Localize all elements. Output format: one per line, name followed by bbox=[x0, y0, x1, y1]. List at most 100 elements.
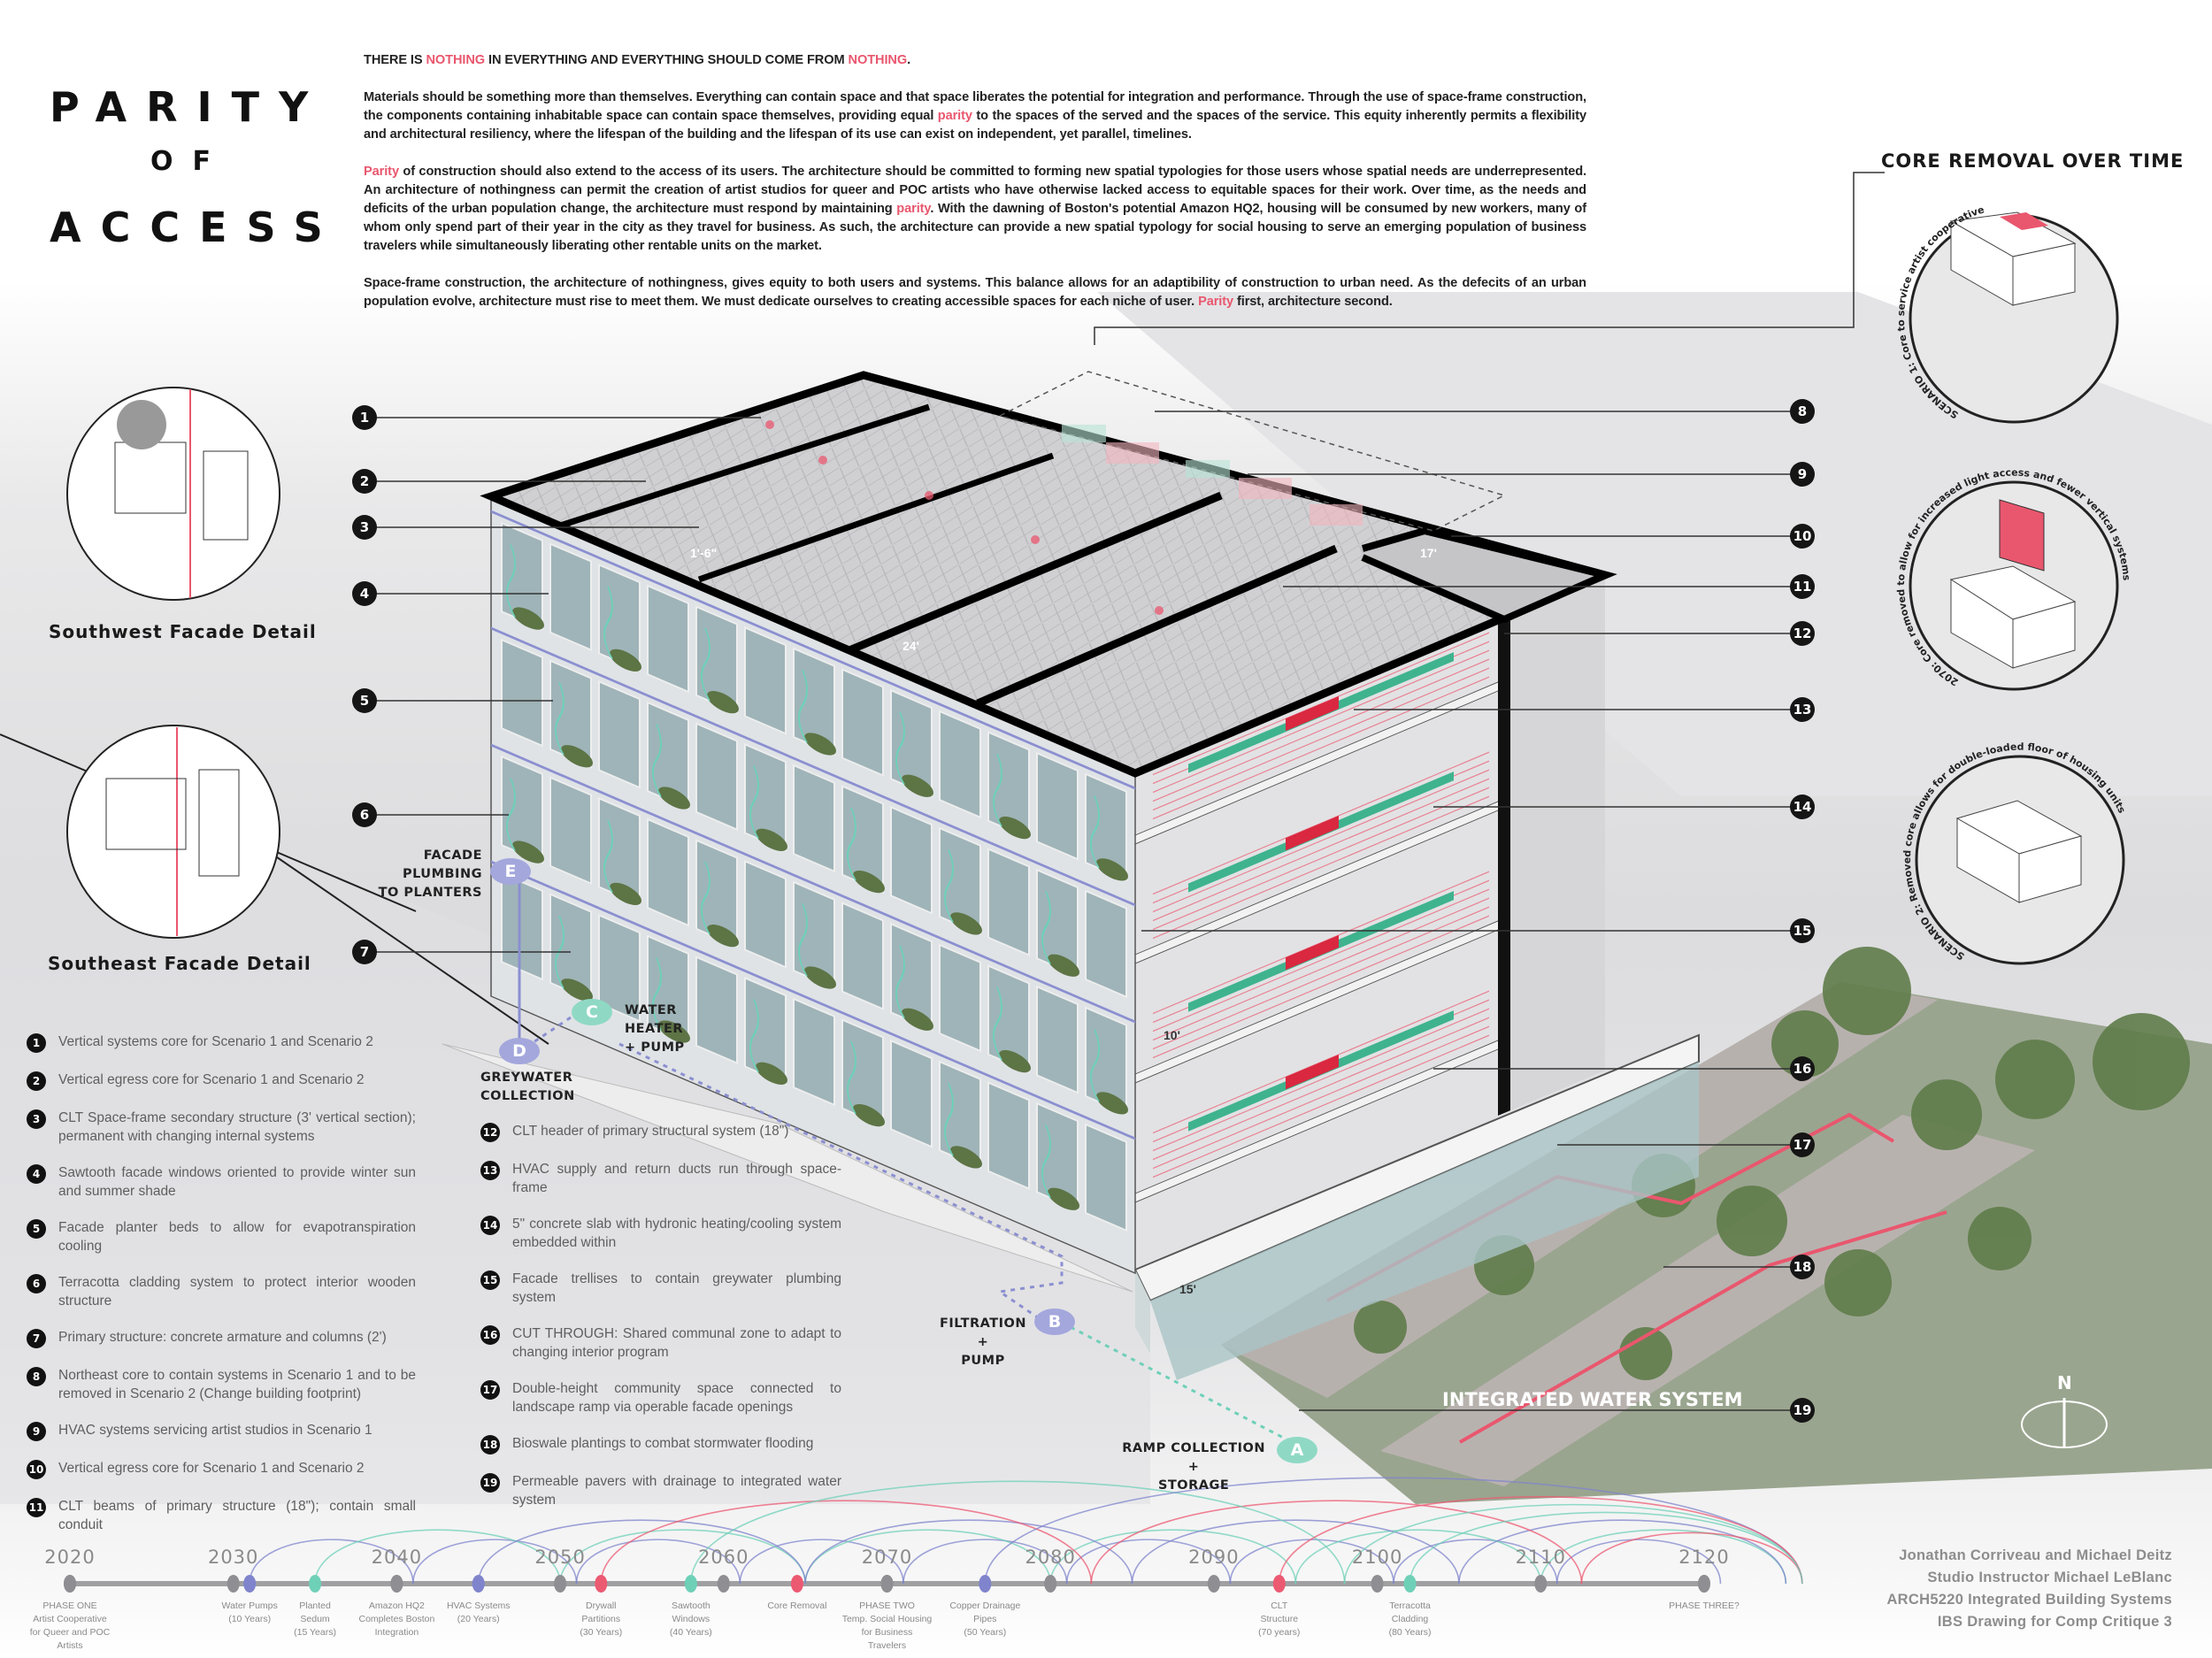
highlight-word: parity bbox=[896, 202, 931, 216]
highlight-word: NOTHING bbox=[848, 53, 908, 67]
dimension-label: 15' bbox=[1179, 1282, 1196, 1296]
legend-number: 4 bbox=[27, 1164, 46, 1184]
callout-marker: 16 bbox=[1790, 1056, 1815, 1081]
callout-marker: 11 bbox=[1790, 574, 1815, 599]
callout-marker: 12 bbox=[1790, 621, 1815, 646]
legend-text: Permeable pavers with drainage to integr… bbox=[512, 1474, 841, 1508]
water-node-b: B bbox=[1034, 1309, 1075, 1335]
west-facade bbox=[490, 495, 1136, 1275]
timeline-year-label: 2040 bbox=[371, 1547, 423, 1568]
intro-paragraph-2: Parity of construction should also exten… bbox=[364, 163, 1586, 256]
legend-text: Northeast core to contain systems in Sce… bbox=[58, 1368, 416, 1401]
callout-marker: 9 bbox=[1790, 462, 1815, 487]
legend-number: 6 bbox=[27, 1274, 46, 1293]
north-arrow-icon: N bbox=[2021, 1372, 2108, 1448]
timeline-event-dot bbox=[979, 1575, 992, 1593]
legend-column: 1 Vertical systems core for Scenario 1 an… bbox=[27, 1032, 416, 1534]
legend-text: Terracotta cladding system to protect in… bbox=[58, 1275, 416, 1309]
legend-number: 10 bbox=[27, 1460, 46, 1479]
lifespan-arc bbox=[1294, 1529, 1542, 1585]
legend-number: 12 bbox=[480, 1123, 500, 1142]
callout-marker: 1 bbox=[352, 405, 377, 430]
lifespan-arc bbox=[739, 1539, 904, 1585]
southeast-facade-detail-drawing bbox=[66, 725, 280, 939]
lifespan-arc bbox=[575, 1539, 741, 1585]
lifespan-arc bbox=[1090, 1500, 1583, 1585]
legend-number: 3 bbox=[27, 1109, 46, 1129]
timeline-year-label: 2080 bbox=[1025, 1547, 1076, 1568]
lifespan-arc bbox=[1458, 1519, 1787, 1585]
lifespan-arc bbox=[600, 1500, 1093, 1585]
dimension-label: 17' bbox=[1420, 546, 1437, 560]
intro-text-segment: . With the dawning of Boston's potential… bbox=[364, 202, 1586, 253]
timeline-event-dot bbox=[1698, 1575, 1710, 1593]
water-node-label: RAMP COLLECTION + STORAGE bbox=[1122, 1441, 1265, 1493]
timeline-year-label: 2030 bbox=[207, 1547, 259, 1568]
callout-marker: 10 bbox=[1790, 524, 1815, 549]
timeline-event-label: PHASE TWO Temp. Social Housing for Busin… bbox=[841, 1600, 933, 1651]
timeline-year-label: 2070 bbox=[861, 1547, 913, 1568]
legend-number: 1 bbox=[27, 1033, 46, 1053]
timeline-year-dot bbox=[1044, 1575, 1057, 1593]
callout-marker: 19 bbox=[1790, 1398, 1815, 1423]
intro-text-segment: THERE IS bbox=[364, 53, 426, 67]
intro-text-segment: of construction should also extend to th… bbox=[364, 165, 1586, 216]
lifespan-arc bbox=[1540, 1529, 1787, 1585]
title-line-1: PARITY bbox=[50, 83, 328, 131]
timeline-event-label: PHASE THREE? bbox=[1669, 1600, 1740, 1611]
legend-number: 16 bbox=[480, 1325, 500, 1345]
timeline-event-label: CLT Structure (70 years) bbox=[1258, 1600, 1301, 1638]
water-node-a: A bbox=[1277, 1437, 1317, 1463]
callout-marker: 14 bbox=[1790, 794, 1815, 819]
legend-text: Facade trellises to contain greywater pl… bbox=[512, 1271, 841, 1305]
legend-number: 11 bbox=[27, 1498, 46, 1517]
systems-lifespan-timeline bbox=[64, 1477, 1803, 1593]
timeline-event-dot bbox=[880, 1575, 894, 1593]
dimension-label: 24' bbox=[902, 639, 919, 653]
legend-text: CLT header of primary structural system … bbox=[512, 1124, 789, 1139]
timeline-year-label: 2020 bbox=[44, 1547, 96, 1568]
intro-text-block: THERE IS NOTHING IN EVERYTHING AND EVERY… bbox=[364, 51, 1586, 330]
legend-number: 18 bbox=[480, 1435, 500, 1455]
credits-instructor: Studio Instructor Michael LeBlanc bbox=[1927, 1570, 2172, 1585]
timeline-event-dot bbox=[472, 1575, 485, 1593]
callout-marker: 2 bbox=[352, 469, 377, 494]
lifespan-arc bbox=[1278, 1496, 1803, 1585]
lifespan-arc bbox=[902, 1539, 1068, 1585]
legend-text: Sawtooth facade windows oriented to prov… bbox=[58, 1165, 416, 1199]
legend-text: Vertical systems core for Scenario 1 and… bbox=[58, 1034, 373, 1049]
lifespan-arc bbox=[1343, 1503, 1803, 1585]
timeline-event-dot bbox=[595, 1575, 608, 1593]
credits-drawing: IBS Drawing for Comp Critique 3 bbox=[1937, 1614, 2172, 1630]
timeline-year-label: 2060 bbox=[698, 1547, 749, 1568]
legend-text: Bioswale plantings to combat stormwater … bbox=[512, 1436, 814, 1451]
lifespan-arc bbox=[1131, 1519, 1460, 1585]
intro-text-segment: . bbox=[907, 53, 911, 67]
highlight-word: Parity bbox=[1198, 295, 1234, 309]
intro-text-segment: Space-frame construction, the architectu… bbox=[364, 276, 1586, 309]
timeline-year-dot bbox=[1534, 1575, 1548, 1593]
highlight-word: parity bbox=[937, 109, 972, 123]
water-node-e: E bbox=[490, 858, 531, 885]
legend-item: 18 Bioswale plantings to combat stormwate… bbox=[480, 1434, 841, 1455]
legend-number: 7 bbox=[27, 1329, 46, 1348]
callout-marker: 4 bbox=[352, 581, 377, 606]
lifespan-arc bbox=[1580, 1531, 1803, 1585]
water-node-label: FILTRATION + PUMP bbox=[939, 1316, 1026, 1368]
core-removal-title: CORE REMOVAL OVER TIME bbox=[1881, 150, 2185, 172]
legend-item: 12 CLT header of primary structural syste… bbox=[480, 1122, 841, 1142]
timeline-year-dot bbox=[1371, 1575, 1384, 1593]
core-removal-diagrams: SCENARIO 1: Core to service artist coope… bbox=[1895, 203, 2132, 965]
timeline-event-dot bbox=[390, 1575, 403, 1593]
roof-space-frame bbox=[480, 371, 1617, 778]
